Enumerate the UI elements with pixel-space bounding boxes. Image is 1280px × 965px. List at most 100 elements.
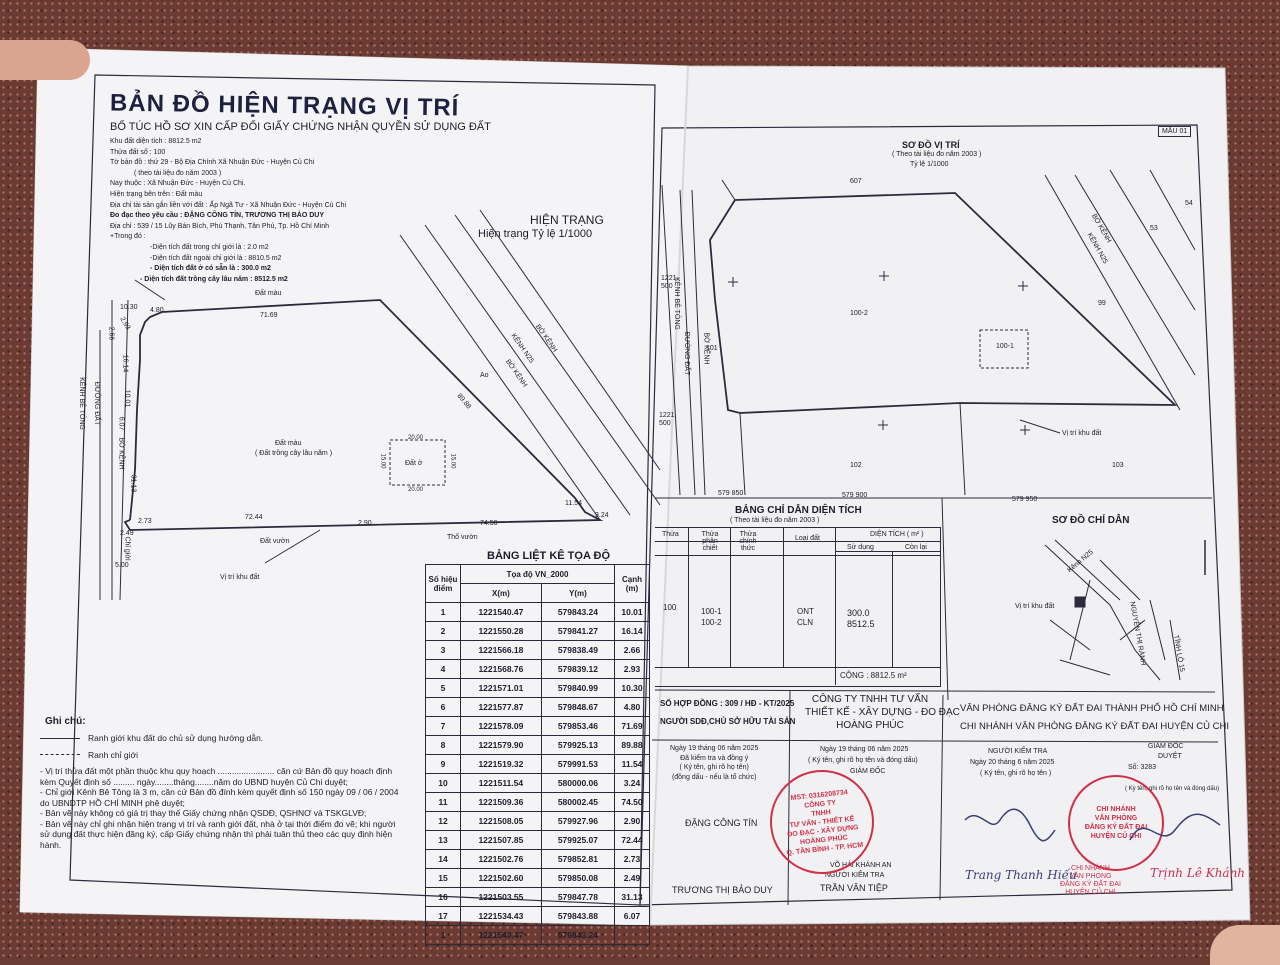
info-line: Nay thuộc : Xã Nhuận Đức - Huyện Củ Chi. <box>110 180 246 188</box>
stamp-line: CHI NHÁNH <box>1096 806 1136 813</box>
table-cell: 579850.08 <box>540 868 616 888</box>
table-cell: 579839.12 <box>540 659 616 679</box>
area-line: - Diện tích đất trồng cây lâu năm : 8512… <box>140 275 288 283</box>
table-cell: 3 <box>425 640 461 660</box>
company-director: VÕ HẢI KHÁNH AN <box>830 862 892 869</box>
contract-no: SỐ HỢP ĐỒNG : 309 / HĐ - KT/2025 <box>660 699 795 708</box>
map-heading: HIỆN TRẠNG <box>530 213 604 227</box>
dim: 10.01 <box>123 389 131 408</box>
table-cell: 4.80 <box>614 697 650 717</box>
table-cell: 579848.67 <box>540 697 616 717</box>
stamp-line: HUYỆN CỦ CHI <box>1090 833 1142 840</box>
office-sub: ( Ký tên, ghi rõ họ tên và đóng dấu) <box>1125 786 1220 792</box>
dim: 2.49 <box>120 530 134 537</box>
col-ld: Loại đất <box>795 535 820 542</box>
table-cell: 31.13 <box>614 887 650 907</box>
info-line: +Trong đó : <box>110 233 146 241</box>
map-label: ĐƯỜNG ĐẤT <box>93 381 101 426</box>
grid-label: 1221 500 <box>661 275 677 290</box>
area-line: - Diện tích đất ở có sẵn là : 300.0 m2 <box>150 265 271 273</box>
table-cell: 1 <box>425 925 461 945</box>
table-cell: 12 <box>425 811 461 831</box>
table-cell: 72.44 <box>614 830 650 850</box>
table-cell: 1221507.85 <box>460 830 542 850</box>
note-line: - Chỉ giới Kênh Bê Tông là 3 m, căn cứ B… <box>40 787 399 808</box>
dim: 15.00 <box>449 453 456 469</box>
table-cell: 2.90 <box>614 811 650 831</box>
parcel-info: Khu đất diện tích : 8812.5 m2 Thửa đất s… <box>110 137 346 285</box>
owner-line: Đã kiểm tra và đồng ý <box>680 754 749 762</box>
col-sd: Sử dụng <box>847 544 874 551</box>
company-line: HOÀNG PHÚC <box>836 720 904 731</box>
table-cell: 579925.07 <box>540 830 616 850</box>
table-cell: 1221566.18 <box>460 640 542 660</box>
table-cell: 7 <box>425 716 461 736</box>
checker-role: NGƯỜI KIỂM TRA <box>825 872 885 879</box>
company-sub: ( Ký tên, ghi rõ họ tên và đóng dấu) <box>808 757 918 764</box>
table-cell: 11 <box>425 792 461 812</box>
grid-label: 579 950 <box>1012 496 1038 503</box>
col-y: Y(m) <box>540 583 616 603</box>
info-line: Tờ bản đồ : thứ 29 - Bộ Địa Chính Xã Nhu… <box>110 159 315 167</box>
table-cell: 2.93 <box>614 659 650 679</box>
cell-ld: ONT <box>797 607 814 616</box>
owner-line: ( Ký tên, ghi rõ họ tên) <box>679 764 749 771</box>
dim: 16.14 <box>121 354 129 373</box>
company-line: CÔNG TY TNHH TƯ VẤN <box>811 694 929 705</box>
grid-label: 1221 500 <box>659 412 675 427</box>
table-cell: 579847.78 <box>540 887 616 907</box>
table-cell <box>614 925 650 945</box>
cell-ld: CLN <box>797 618 814 627</box>
table-cell: 1221519.32 <box>460 754 542 774</box>
parcel-number: 102 <box>850 462 862 469</box>
dim: 6.07 <box>117 416 125 431</box>
dim: 3.24 <box>595 512 609 519</box>
table-cell: 3.24 <box>614 773 650 793</box>
table-cell: 5 <box>425 678 461 698</box>
table-cell: 1221509.36 <box>460 792 542 812</box>
col-point: Số hiệu điểm <box>425 564 461 603</box>
owner-line: (đồng dấu - nếu là tổ chức) <box>671 773 757 781</box>
map-label: Đất vườn <box>260 538 290 545</box>
table-cell: 579852.81 <box>540 849 616 869</box>
note-line: Ranh chỉ giới <box>88 749 138 760</box>
hand <box>0 40 90 80</box>
parcel-number: 99 <box>1098 300 1106 307</box>
parcel-number: 100-1 <box>996 343 1014 350</box>
table-cell: 1221534.43 <box>460 906 542 926</box>
table-cell: 1221577.87 <box>460 697 542 717</box>
dim: 4.80 <box>150 307 164 314</box>
table-cell: 1221568.76 <box>460 659 542 679</box>
parcel-number: 53 <box>1150 225 1158 232</box>
note-line: - Vị trí thửa đất một phần thuộc khu quy… <box>40 766 393 787</box>
table-cell: 1221502.60 <box>460 868 542 888</box>
office-checker-role: NGƯỜI KIỂM TRA <box>988 748 1048 755</box>
area-table-sub: ( Theo tài liệu đo năm 2003 ) <box>730 517 820 524</box>
location-map <box>661 169 1196 496</box>
map-scale: Hiện trạng Tỷ lệ 1/1000 <box>478 228 593 240</box>
table-cell: 10.01 <box>614 602 650 622</box>
owner-date: Ngày 19 tháng 06 năm 2025 <box>670 745 759 752</box>
info-line: Khu đất diện tích : 8812.5 m2 <box>110 138 202 145</box>
table-cell: 6 <box>425 697 461 717</box>
dim: 5.00 <box>115 562 129 569</box>
table-cell: 13 <box>425 830 461 850</box>
stamp-line: ĐĂNG KÝ ĐẤT ĐAI <box>1084 824 1148 831</box>
checker-signature-name: Trang Thanh Hiếu <box>965 868 1077 882</box>
table-cell: 1221578.09 <box>460 716 542 736</box>
table-cell: 580000.06 <box>540 773 616 793</box>
table-cell: 1221508.05 <box>460 811 542 831</box>
table-cell: 579838.49 <box>540 640 616 660</box>
map-label: Vị trí khu đất <box>220 574 260 581</box>
col-dt: DIỆN TÍCH ( m² ) <box>870 531 924 538</box>
coordinate-table: Số hiệu điểm Tọa độ VN_2000 Cạnh (m) X(m… <box>425 564 650 945</box>
guide-map <box>1044 539 1206 681</box>
table-cell: 579841.27 <box>540 621 616 641</box>
